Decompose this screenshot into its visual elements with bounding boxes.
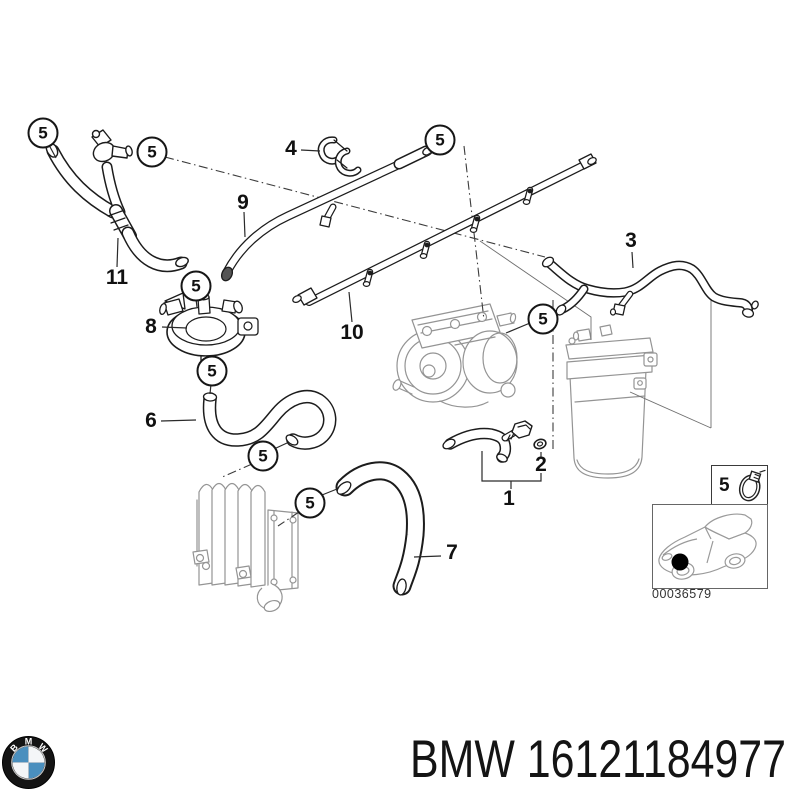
hose-clamp-icon [738,469,766,501]
label-leaders [116,149,634,558]
part-label-8: 8 [145,315,157,338]
hose-1 [442,420,533,463]
location-dot [671,553,689,571]
callout-5: 5 [180,270,212,302]
callout-5: 5 [527,303,559,335]
callout-5: 5 [27,117,59,149]
rail-stubs [362,186,534,288]
callout-5: 5 [136,136,168,168]
part-label-6: 6 [145,409,157,432]
injection-pump [392,303,518,408]
fuel-filter [565,324,658,479]
hose-7 [335,461,425,596]
part-label-10: 10 [340,321,364,344]
callout-leader-dashed-mid [463,145,485,321]
hose-6 [202,389,337,450]
callout-5: 5 [247,440,279,472]
bmw-logo: B M W [1,733,56,793]
part-label-4: 4 [285,137,297,160]
part-label-1: 1 [503,487,515,510]
bmw-roundel-quadrants [12,746,45,779]
svg-text:M: M [25,737,33,747]
fuel-cooler [192,482,299,613]
callout-5: 5 [424,124,456,156]
car-icon [658,513,757,580]
hose-assembly-11 [45,129,189,273]
legend-clamp-box: 5 [711,465,768,506]
car-locator-box [652,504,768,589]
hose-3 [541,256,759,318]
callout-leader-dashed-top [164,156,546,258]
part-label-11: 11 [105,266,129,289]
sealing-ring-2 [533,438,547,450]
parts-diagram: 11 9 4 10 3 8 6 7 2 1 5 5 5 5 5 5 5 5 5 [27,117,768,613]
callout-5: 5 [294,487,326,519]
svg-text:BMW 16121184977: BMW 16121184977 [410,730,786,789]
image-code: 00036579 [652,587,712,601]
part-label-7: 7 [446,541,458,564]
part-number-title: BMW 16121184977 [400,726,800,790]
pipe-9 [220,145,434,282]
callout-5: 5 [196,355,228,387]
legend-callout-number: 5 [719,474,730,496]
callout-leader-dashed-cooler-right [277,511,300,527]
banjo-bolt [501,420,533,442]
zone-line-b [629,297,712,429]
zone-line-a [479,240,592,340]
callout-leader-dashed-cooler-left [219,463,253,479]
part-label-3: 3 [625,229,637,252]
fuel-rail-10 [292,153,597,306]
clamp-4 [317,136,362,177]
diagram-line-art [45,129,759,613]
part-label-9: 9 [237,191,249,214]
part-label-2: 2 [535,453,547,476]
